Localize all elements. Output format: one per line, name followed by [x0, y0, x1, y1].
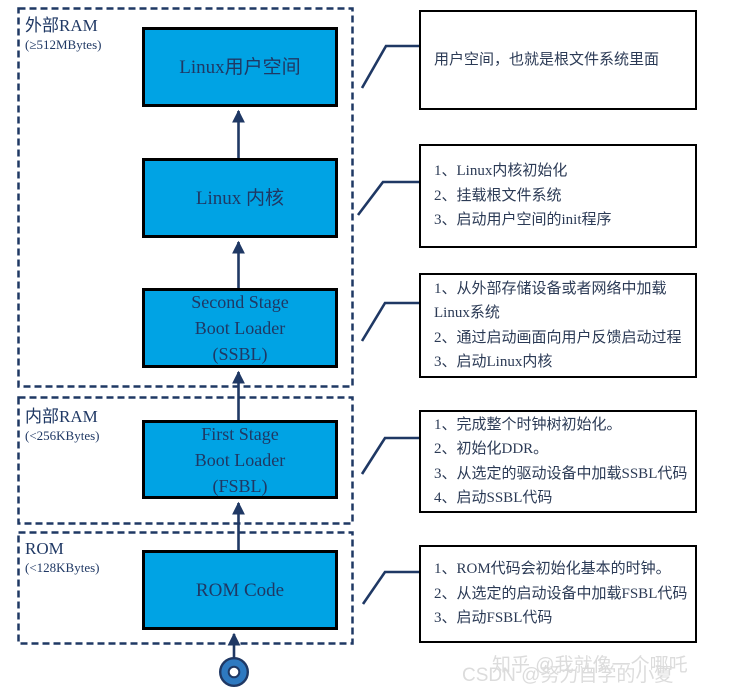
annotation-text: 1、Linux内核初始化 — [434, 163, 568, 180]
annotation-box-user-space: 用户空间，也就是根文件系统里面 — [419, 10, 697, 110]
node-label: Boot Loader — [194, 449, 286, 470]
boot-start-circle-icon — [218, 657, 249, 688]
node-label: Linux 内核 — [195, 187, 285, 209]
annotation-text: Linux系统 — [434, 305, 500, 321]
annotation-text: 用户空间，也就是根文件系统里面 — [434, 51, 660, 68]
node-label: Second Stage — [191, 292, 289, 312]
annotation-text: 3、从选定的驱动设备中加载SSBL代码 — [434, 465, 688, 482]
region-size: (<128KBytes) — [25, 560, 100, 575]
annotation-text: 1、从外部存储设备或者网络中加载 — [434, 280, 667, 297]
rom-region-border — [17, 531, 354, 645]
node-linux-user-space: Linux用户空间 — [142, 27, 338, 107]
internal-ram-region-border — [17, 396, 354, 525]
leader-line-fsbl — [360, 436, 419, 475]
node-label: First Stage — [201, 423, 279, 444]
node-label: Linux用户空间 — [179, 56, 301, 78]
region-name: ROM — [25, 539, 64, 558]
annotation-text: 3、启动FSBL代码 — [434, 610, 553, 627]
watermark-zhihu: 知乎 @我就像一个哪吒 — [492, 655, 688, 676]
annotation-text: 2、通过启动画面向用户反馈启动过程 — [434, 329, 682, 346]
external-ram-region-border — [17, 7, 354, 388]
node-linux-kernel: Linux 内核 — [142, 158, 338, 238]
node-label: Boot Loader — [194, 318, 286, 338]
annotation-text: 1、ROM代码会初始化基本的时钟。 — [434, 561, 671, 578]
node-label: ROM Code — [195, 579, 285, 601]
annotation-text: 2、从选定的启动设备中加载FSBL代码 — [434, 585, 688, 602]
region-size: (≥512MBytes) — [25, 37, 102, 52]
annotation-text: 2、挂载根文件系统 — [434, 187, 562, 204]
annotation-box-ssbl: 1、从外部存储设备或者网络中加载 Linux系统 2、通过启动画面向用户反馈启动… — [419, 273, 697, 378]
leader-line-ssbl — [360, 301, 419, 342]
region-label-internal-ram: 内部RAM (<256KBytes) — [25, 407, 100, 445]
annotation-box-rom: 1、ROM代码会初始化基本的时钟。 2、从选定的启动设备中加载FSBL代码 3、… — [419, 545, 697, 643]
annotation-text: 2、初始化DDR。 — [434, 441, 549, 457]
region-name: 外部RAM — [25, 16, 98, 35]
node-label: (FSBL) — [212, 475, 268, 496]
node-ssbl: Second Stage Boot Loader (SSBL) — [142, 288, 338, 368]
node-label: (SSBL) — [212, 344, 268, 364]
leader-line-kernel — [356, 180, 419, 216]
watermark-csdn: CSDN @努力自学的小夏 — [462, 665, 674, 686]
annotation-box-kernel: 1、Linux内核初始化 2、挂载根文件系统 3、启动用户空间的init程序 — [419, 144, 697, 248]
annotation-text: 1、完成整个时钟树初始化。 — [434, 416, 622, 433]
region-size: (<256KBytes) — [25, 428, 100, 443]
annotation-text: 3、启动用户空间的init程序 — [434, 212, 612, 229]
annotation-box-fsbl: 1、完成整个时钟树初始化。 2、初始化DDR。 3、从选定的驱动设备中加载SSB… — [419, 410, 697, 513]
node-rom-code: ROM Code — [142, 550, 338, 630]
leader-line-userspace — [360, 44, 419, 89]
node-fsbl: First Stage Boot Loader (FSBL) — [142, 420, 338, 499]
region-label-rom: ROM (<128KBytes) — [25, 539, 100, 577]
annotation-text: 4、启动SSBL代码 — [434, 490, 553, 506]
region-label-external-ram: 外部RAM (≥512MBytes) — [25, 16, 101, 54]
leader-line-rom — [361, 570, 419, 605]
annotation-text: 3、启动Linux内核 — [434, 354, 553, 370]
region-name: 内部RAM — [25, 407, 98, 426]
